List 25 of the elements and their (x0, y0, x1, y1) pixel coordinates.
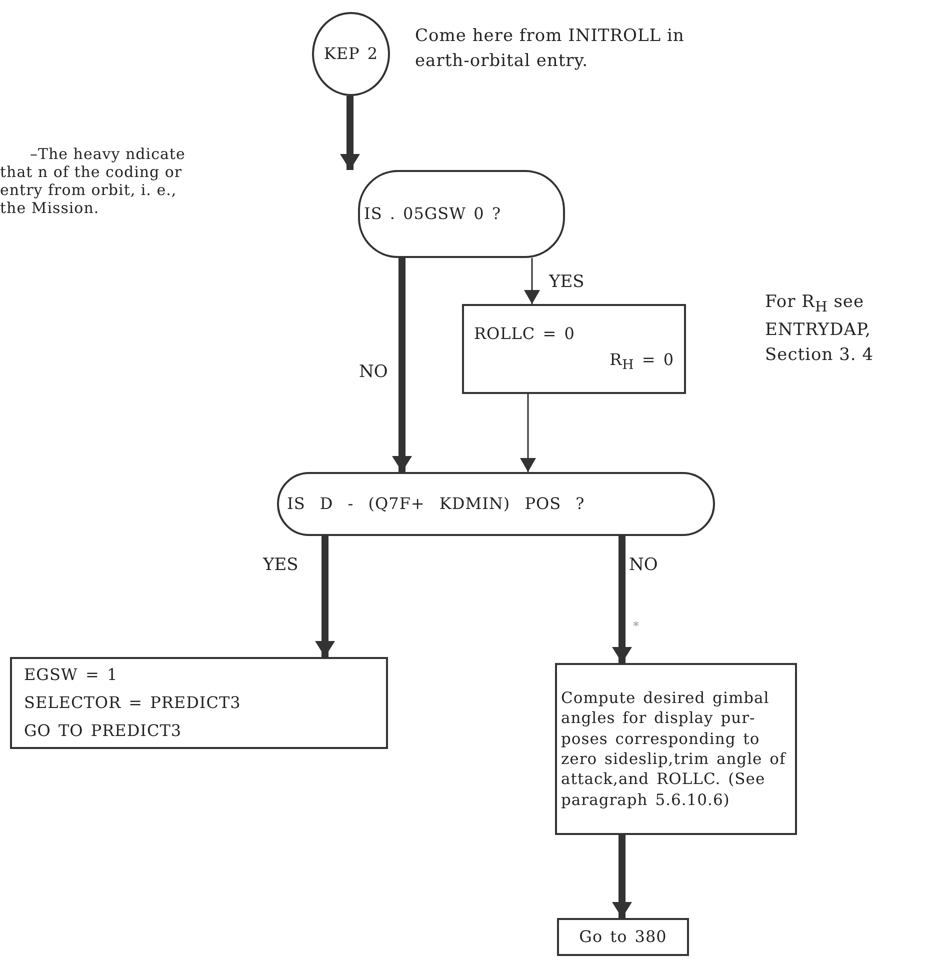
process-box (557, 918, 689, 956)
process-box (10, 657, 388, 749)
node-text: Compute desired gimbal angles for display pur- poses corresponding to zero sideslip,trim angle of attack,and ROLLC. (See paragraph 5.6.10.6) (561, 688, 788, 810)
arrow (520, 394, 536, 472)
node-text: ROLLC = 0 (474, 323, 576, 346)
arrow (392, 258, 412, 472)
side-note: Come here from INITROLL in earth-orbital entry. (415, 25, 686, 73)
node-text: KEP 2 (324, 44, 378, 64)
process-box (462, 304, 686, 394)
footnote-mark: * (633, 618, 640, 635)
arrow (612, 536, 632, 663)
arrow (315, 536, 335, 657)
arrow (340, 96, 360, 170)
node-text: IS . 05GSW 0 ? (364, 204, 502, 224)
node-text: Go to 380 (579, 926, 667, 948)
process-box (555, 663, 797, 835)
node-text: IS D - (Q7F+ KDMIN) POS ? (287, 494, 585, 514)
note-text: For R$_{H}$ see ENTRYDAP, Section 3. 4 (765, 291, 875, 367)
node-text: EGSW = 1 (24, 664, 118, 686)
node-text: SELECTOR = PREDICT3 (24, 692, 241, 714)
arrow (524, 258, 540, 304)
note-text: –The heavy ndicate that n of the coding or entry from orbit, i. e., the Mission. (0, 145, 186, 217)
arrow (612, 835, 632, 918)
node-text: R$_{H}$ = 0 (610, 349, 674, 376)
node-text: GO TO PREDICT3 (24, 720, 182, 742)
